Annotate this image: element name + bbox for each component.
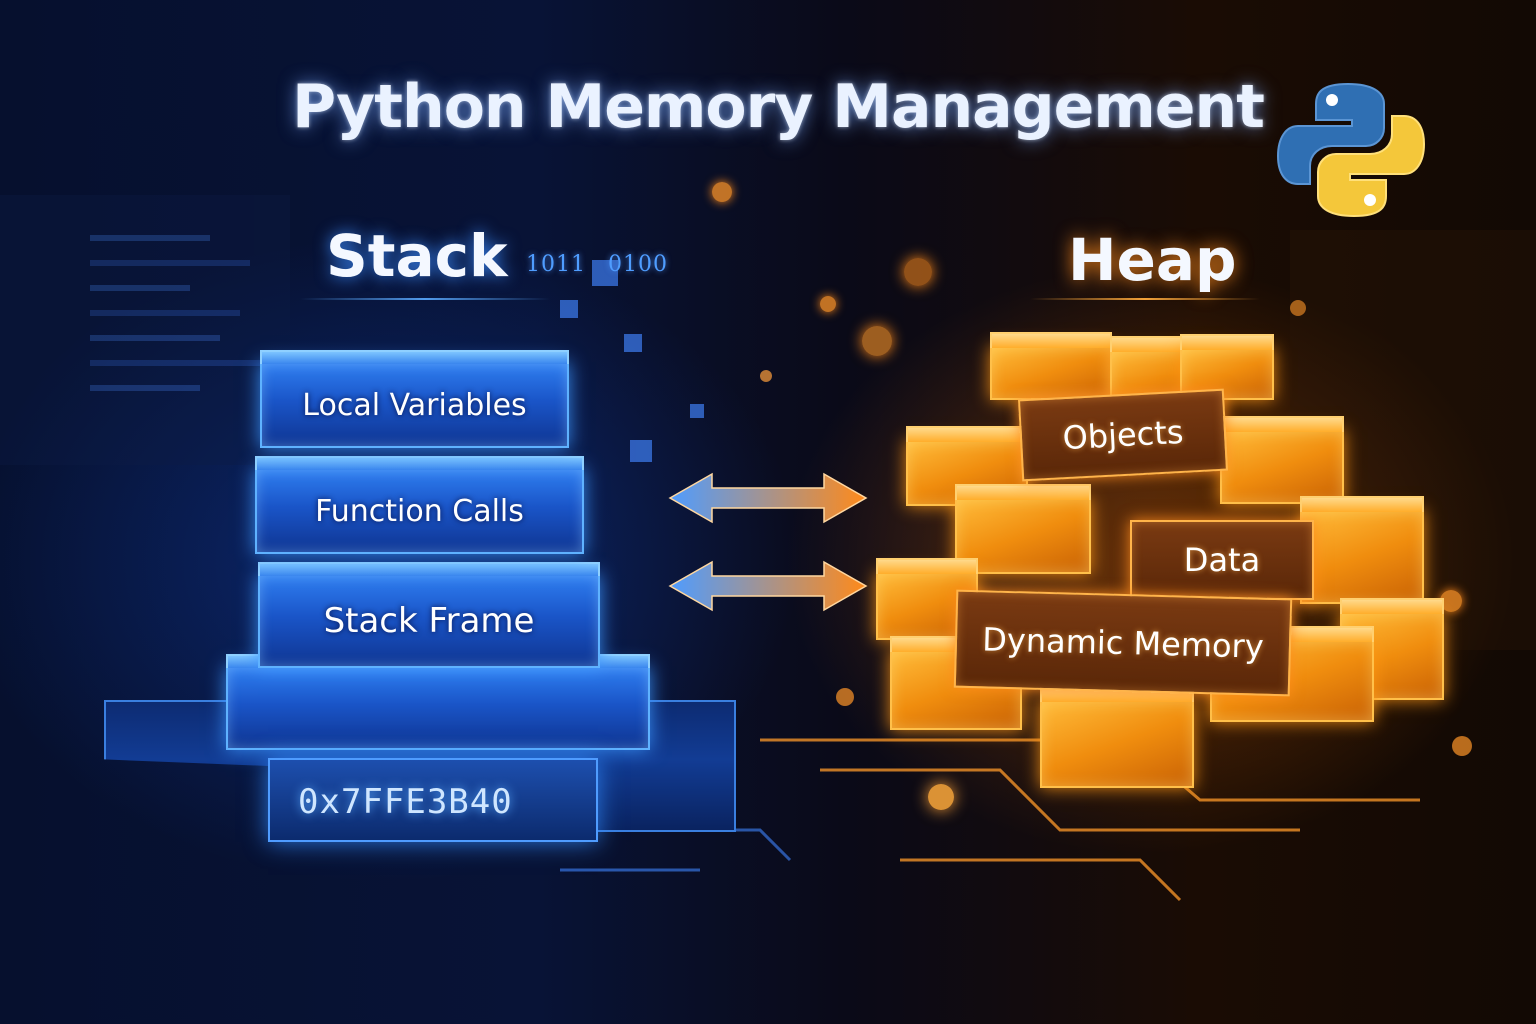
particle-dot: [820, 296, 836, 312]
heap-label-text: Data: [1183, 541, 1261, 579]
binary-text: 1011 0100: [526, 252, 690, 277]
bidirectional-arrow-icon: [668, 560, 868, 612]
stack-address-plate: [268, 758, 598, 842]
python-logo-icon: [1276, 82, 1426, 218]
particle-dot: [1290, 300, 1306, 316]
heap-label-text: Objects: [1061, 412, 1185, 458]
heap-cube: [990, 332, 1112, 400]
particle-dot: [904, 258, 932, 286]
binary-value: 1011: [526, 252, 586, 277]
particle-dot: [1440, 590, 1462, 612]
bidirectional-arrow-icon: [668, 472, 868, 524]
binary-value: 0100: [608, 252, 668, 277]
stack-heading-underline: [300, 298, 550, 300]
heap-label-dynamic-memory: Dynamic Memory: [953, 589, 1293, 697]
particle-dot: [836, 688, 854, 706]
heap-cube: [1220, 416, 1344, 504]
heap-cube: [1040, 686, 1194, 788]
stack-heading: Stack: [326, 222, 508, 290]
heap-heading-underline: [1030, 298, 1260, 300]
stack-block-label: Local Variables: [302, 387, 527, 423]
stack-block-function-calls: Function Calls: [255, 456, 584, 554]
stack-block-empty: [226, 654, 650, 750]
particle-dot: [712, 182, 732, 202]
stack-block-label: Function Calls: [315, 493, 524, 529]
particle-dot: [862, 326, 892, 356]
heap-cube: [1300, 496, 1424, 604]
memory-address: 0x7FFE3B40: [298, 782, 513, 822]
heap-label-objects: Objects: [1017, 388, 1229, 482]
stack-block-stack-frame: Stack Frame: [258, 562, 600, 668]
particle-dot: [760, 370, 772, 382]
heap-cube: [1180, 334, 1274, 400]
heap-label-text: Dynamic Memory: [981, 620, 1265, 666]
heap-heading: Heap: [1068, 226, 1237, 294]
stack-block-local-variables: Local Variables: [260, 350, 569, 448]
stack-block-label: Stack Frame: [323, 601, 535, 641]
page-title: Python Memory Management: [292, 72, 1265, 142]
particle-dot: [1452, 736, 1472, 756]
heap-label-data: Data: [1130, 520, 1314, 600]
particle-dot: [928, 784, 954, 810]
